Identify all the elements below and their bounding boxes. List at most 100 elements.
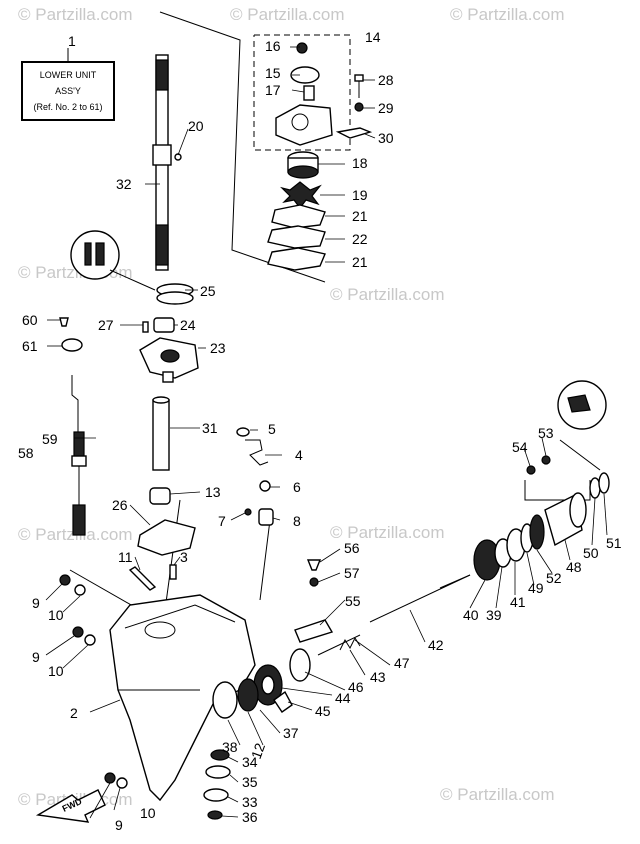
screw-60 (59, 317, 69, 327)
box-line-2: ASS'Y (55, 86, 81, 96)
box-line-3: (Ref. No. 2 to 61) (33, 102, 102, 112)
callout-46: 46 (348, 679, 364, 695)
callout-43: 43 (370, 669, 386, 685)
lower-case-2 (109, 594, 256, 802)
water-tube-31 (152, 396, 170, 471)
drive-shaft (152, 54, 172, 271)
cover-55 (294, 619, 334, 643)
callout-26: 26 (112, 497, 128, 513)
pump-base-23 (139, 337, 199, 383)
callout-33: 33 (242, 794, 258, 810)
bearing-38 (212, 681, 238, 719)
callout-17: 17 (265, 82, 281, 98)
callout-57: 57 (344, 565, 360, 581)
callout-36: 36 (242, 809, 258, 825)
watermark-top-right: © Partzilla.com (450, 5, 565, 24)
propeller-shaft-42 (369, 574, 471, 623)
callout-1: 1 (68, 33, 76, 49)
callout-59: 59 (42, 431, 58, 447)
gasket-21-upper (271, 204, 326, 229)
screw-washer-bottom (104, 772, 128, 789)
shift-rod-58 (71, 375, 87, 536)
callout-32: 32 (116, 176, 132, 192)
seal-50-51 (589, 472, 610, 499)
screw-washer-left-1 (59, 574, 86, 596)
callout-56: 56 (344, 540, 360, 556)
callout-20: 20 (188, 118, 204, 134)
callout-55: 55 (345, 593, 361, 609)
callout-29: 29 (378, 100, 394, 116)
water-pump-group-outline (253, 34, 351, 151)
bearing-52 (529, 514, 545, 550)
callout-30: 30 (378, 130, 394, 146)
callout-4: 4 (295, 447, 303, 463)
gear-44 (253, 664, 283, 706)
grommet-13 (149, 487, 171, 505)
callout-25: 25 (200, 283, 216, 299)
detail-circle-clip (70, 230, 156, 291)
callout-35: 35 (242, 774, 258, 790)
plate-26 (137, 519, 196, 556)
callout-6: 6 (293, 479, 301, 495)
callout-23: 23 (210, 340, 226, 356)
watermark-mid-right: © Partzilla.com (330, 285, 445, 304)
callout-14: 14 (365, 29, 381, 45)
part-45 (273, 690, 293, 713)
watermark-bottom-right: © Partzilla.com (440, 785, 555, 804)
callout-47: 47 (394, 655, 410, 671)
callout-21-b: 21 (352, 254, 368, 270)
callout-53: 53 (538, 425, 554, 441)
lower-unit-box: LOWER UNIT ASS'Y (Ref. No. 2 to 61) (21, 48, 115, 121)
box-line-1: LOWER UNIT (40, 70, 97, 80)
callout-49: 49 (528, 580, 544, 596)
callout-39: 39 (486, 607, 502, 623)
leader-lines (45, 46, 608, 819)
callout-11: 11 (118, 549, 133, 565)
insert-cartridge-18 (287, 151, 319, 179)
grommet-8 (258, 508, 274, 526)
callout-8: 8 (293, 513, 301, 529)
callout-9-b: 9 (32, 649, 40, 665)
callout-24: 24 (180, 317, 196, 333)
callout-15: 15 (265, 65, 281, 81)
callout-13: 13 (205, 484, 221, 500)
callout-22: 22 (352, 231, 368, 247)
callout-60: 60 (22, 312, 38, 328)
callout-27: 27 (98, 317, 114, 333)
grommet-5 (236, 427, 250, 437)
callout-19: 19 (352, 187, 368, 203)
callout-3: 3 (180, 549, 188, 565)
callout-50: 50 (583, 545, 599, 561)
callout-44: 44 (335, 690, 351, 706)
callout-37: 37 (283, 725, 299, 741)
watermark-top-center: © Partzilla.com (230, 5, 345, 24)
callout-31: 31 (202, 420, 218, 436)
callout-10-a: 10 (48, 607, 64, 623)
callout-58: 58 (18, 445, 34, 461)
callout-16: 16 (265, 38, 281, 54)
washer-57 (309, 577, 319, 587)
callout-7: 7 (218, 513, 226, 529)
pin-47 (317, 634, 361, 656)
washer-54 (526, 465, 536, 475)
screw-washer-left-2 (72, 626, 96, 646)
callout-2: 2 (70, 705, 78, 721)
bushing-25 (156, 283, 194, 305)
nut-36 (207, 810, 223, 820)
callout-5: 5 (268, 421, 276, 437)
callout-10-c: 10 (140, 805, 156, 821)
screw-7 (244, 508, 252, 516)
plate-30 (335, 127, 373, 139)
bearing-35 (205, 765, 231, 779)
callout-51: 51 (606, 535, 622, 551)
cap-48 (544, 492, 587, 547)
callout-41: 41 (510, 594, 526, 610)
watermark-top-left: © Partzilla.com (18, 5, 133, 24)
callout-9-a: 9 (32, 595, 40, 611)
impeller-19 (280, 181, 322, 209)
callout-34: 34 (242, 754, 258, 770)
dowel-27 (142, 321, 149, 333)
ring-46 (289, 648, 311, 682)
